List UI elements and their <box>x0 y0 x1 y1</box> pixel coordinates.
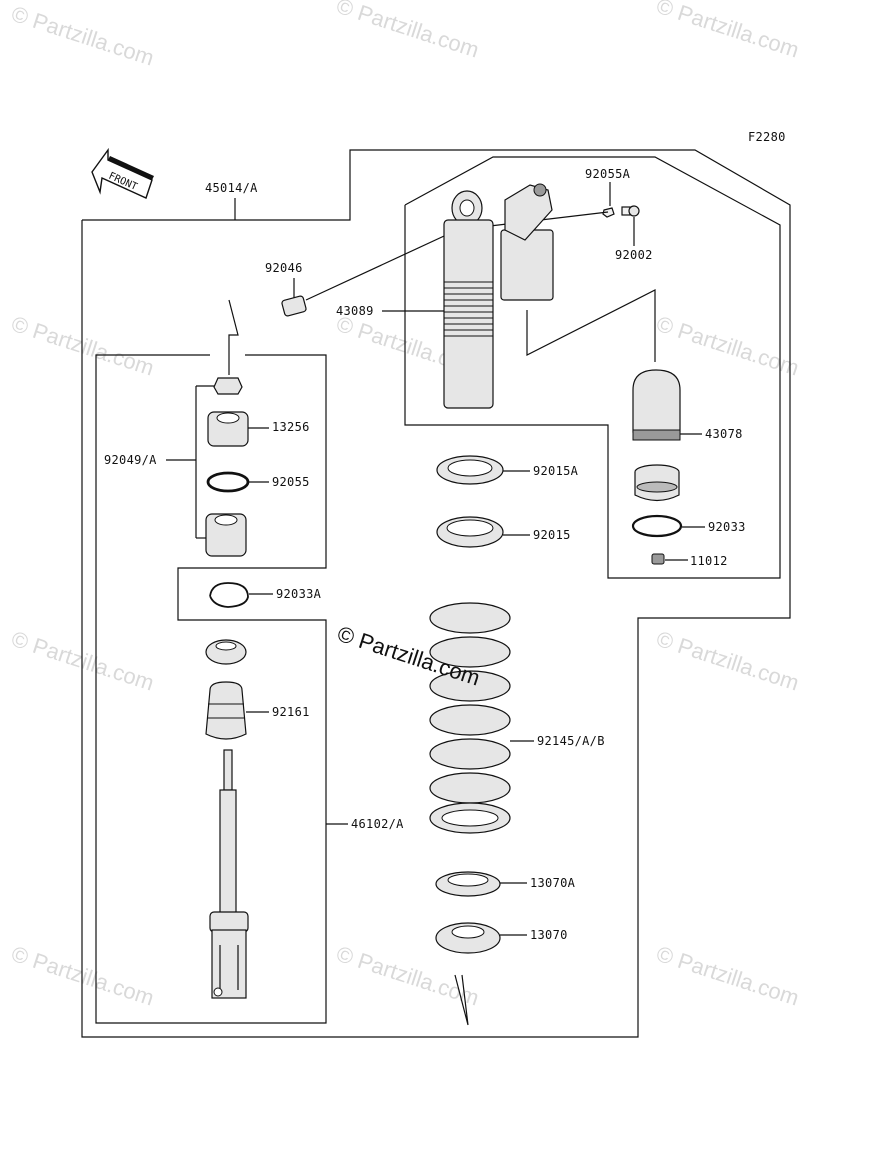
part-92002-icon <box>621 205 640 217</box>
label-92049A: 92049/A <box>104 453 157 467</box>
nut-icon <box>213 377 243 395</box>
part-92055A-icon <box>602 207 615 218</box>
label-13256: 13256 <box>272 420 310 434</box>
label-43089: 43089 <box>336 304 374 318</box>
outer-assembly-outline <box>81 149 791 1038</box>
spring-seat-92015-icon <box>436 516 504 548</box>
circlip-92033A-icon <box>209 582 249 608</box>
label-45014A: 45014/A <box>205 181 258 195</box>
bump-rubber-92161-icon <box>205 681 247 740</box>
front-arrow-icon: FRONT <box>91 147 154 199</box>
watermark-text: © Partzilla.com <box>333 0 482 63</box>
watermarks: © Partzilla.com © Partzilla.com © Partzi… <box>8 0 802 1011</box>
label-13070: 13070 <box>530 928 568 942</box>
part-92046-icon <box>281 295 307 317</box>
coil-spring-92145-icon <box>429 602 511 834</box>
figure-code: F2280 <box>748 130 786 144</box>
label-92046: 92046 <box>265 261 303 275</box>
watermark-text: © Partzilla.com <box>8 941 157 1011</box>
o-ring-92055-icon <box>206 471 250 493</box>
label-92161: 92161 <box>272 705 310 719</box>
label-43078: 43078 <box>705 427 743 441</box>
bushing-lower-icon <box>205 513 247 557</box>
label-13070A: 13070A <box>530 876 576 890</box>
watermark-text: © Partzilla.com <box>653 626 802 696</box>
label-92015A: 92015A <box>533 464 579 478</box>
label-92055A: 92055A <box>585 167 631 181</box>
spring-seat-92015A-icon <box>436 455 504 485</box>
label-92015: 92015 <box>533 528 571 542</box>
damper-rod-group-outline <box>95 354 327 1024</box>
watermark-text: © Partzilla.com <box>8 626 157 696</box>
spring-guide-13070A-icon <box>435 871 501 897</box>
label-92002: 92002 <box>615 248 653 262</box>
label-92033: 92033 <box>708 520 746 534</box>
shock-body-outline <box>404 156 781 579</box>
shock-body-43089-icon <box>443 183 554 409</box>
label-92033A: 92033A <box>276 587 322 601</box>
damper-rod-46102A-icon <box>209 749 249 999</box>
valve-11012-icon <box>651 553 665 565</box>
label-11012: 11012 <box>690 554 728 568</box>
reservoir-cap-43078-icon <box>632 369 681 441</box>
spring-guide-13070-icon <box>435 922 501 954</box>
reservoir-seal-icon <box>634 464 680 502</box>
label-92145AB: 92145/A/B <box>537 734 605 748</box>
label-46102A: 46102/A <box>351 817 404 831</box>
watermark-text: © Partzilla.com <box>653 941 802 1011</box>
watermark-text: © Partzilla.com <box>8 311 157 381</box>
washer-icon <box>205 639 247 665</box>
watermark-text: © Partzilla.com <box>8 1 157 71</box>
watermark-text: © Partzilla.com <box>653 0 802 63</box>
snap-ring-92033-icon <box>631 514 683 538</box>
bushing-13256-icon <box>207 411 249 447</box>
label-92055: 92055 <box>272 475 310 489</box>
